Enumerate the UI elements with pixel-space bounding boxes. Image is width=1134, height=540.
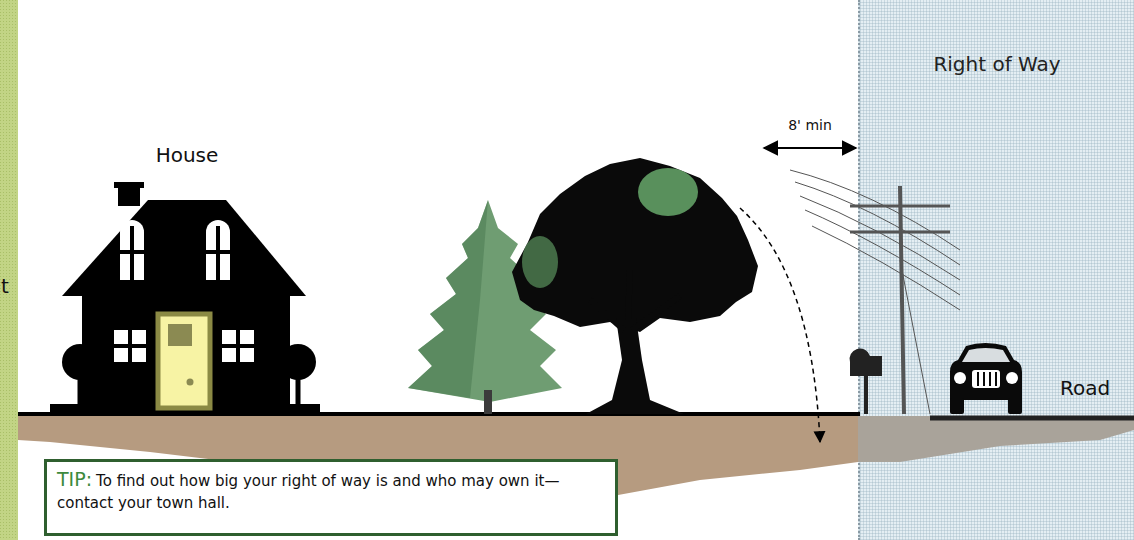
side-strip bbox=[0, 0, 18, 540]
pine-trunk bbox=[484, 390, 492, 414]
tree-canopy bbox=[512, 158, 758, 332]
pine-shade bbox=[408, 200, 488, 398]
shrub bbox=[62, 344, 98, 380]
cut-off-text: t bbox=[1, 274, 9, 298]
window bbox=[114, 220, 254, 362]
dimension-arrow bbox=[764, 147, 856, 149]
deciduous-tree bbox=[512, 158, 820, 442]
road-label: Road bbox=[1060, 376, 1110, 400]
shrub bbox=[280, 344, 316, 380]
node-heading: Right of Way bbox=[860, 52, 1134, 76]
fall-path-arrow bbox=[740, 208, 820, 442]
window-frame bbox=[114, 226, 254, 362]
tip-box: TIP:To find out how big your right of wa… bbox=[44, 459, 618, 536]
dimension-label: 8' min bbox=[788, 117, 832, 133]
door-panel bbox=[168, 324, 192, 346]
tree-highlight bbox=[522, 236, 558, 288]
node-body: To find out how big your right of way is… bbox=[57, 472, 559, 512]
node-heading: TIP: bbox=[57, 468, 92, 490]
chimney-cap bbox=[114, 182, 144, 188]
door-knob bbox=[187, 379, 194, 386]
door bbox=[158, 314, 210, 408]
tree-highlight bbox=[638, 168, 698, 216]
house-label: House bbox=[156, 143, 219, 167]
house-symbol bbox=[50, 182, 320, 414]
tree-branch bbox=[590, 270, 680, 330]
tree-trunk bbox=[586, 318, 684, 414]
road-surface bbox=[930, 416, 1134, 421]
